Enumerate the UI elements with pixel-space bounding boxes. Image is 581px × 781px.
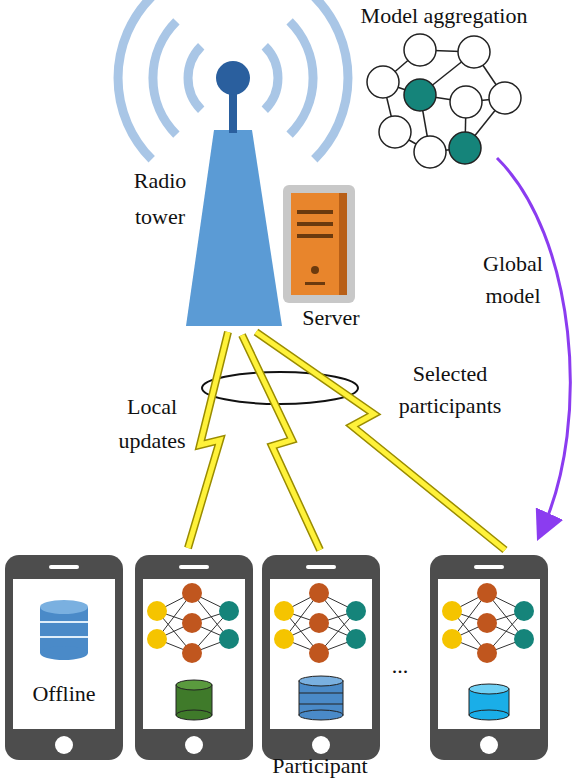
database-bottom xyxy=(40,646,88,660)
phone-screen xyxy=(13,579,115,729)
status-text: Offline xyxy=(5,681,123,707)
phone-speaker xyxy=(49,565,79,569)
participant-phone xyxy=(135,555,253,760)
phone-button xyxy=(55,736,73,754)
link-label: Local updates xyxy=(104,390,200,458)
phone-device: Offline xyxy=(5,555,123,760)
participant-phone xyxy=(430,555,548,760)
server-icon xyxy=(283,185,355,303)
radio-tower xyxy=(186,61,282,326)
selection-label: Selected participants xyxy=(383,358,517,422)
aggregation-graph xyxy=(367,34,521,168)
database-band xyxy=(40,621,88,623)
server-label: Server xyxy=(286,302,376,334)
arrow-label: Global model xyxy=(471,248,555,312)
database-top xyxy=(40,600,88,614)
database-band xyxy=(40,636,88,638)
phone-body xyxy=(5,555,123,760)
phone-outline xyxy=(5,555,123,760)
global-model-arrow xyxy=(497,158,570,530)
tower-label: Radio tower xyxy=(120,163,200,235)
participant-phone xyxy=(262,555,380,760)
group-label: Participant xyxy=(245,750,395,781)
ellipsis: ... xyxy=(380,650,420,682)
graph-title: Model aggregation xyxy=(329,0,559,32)
